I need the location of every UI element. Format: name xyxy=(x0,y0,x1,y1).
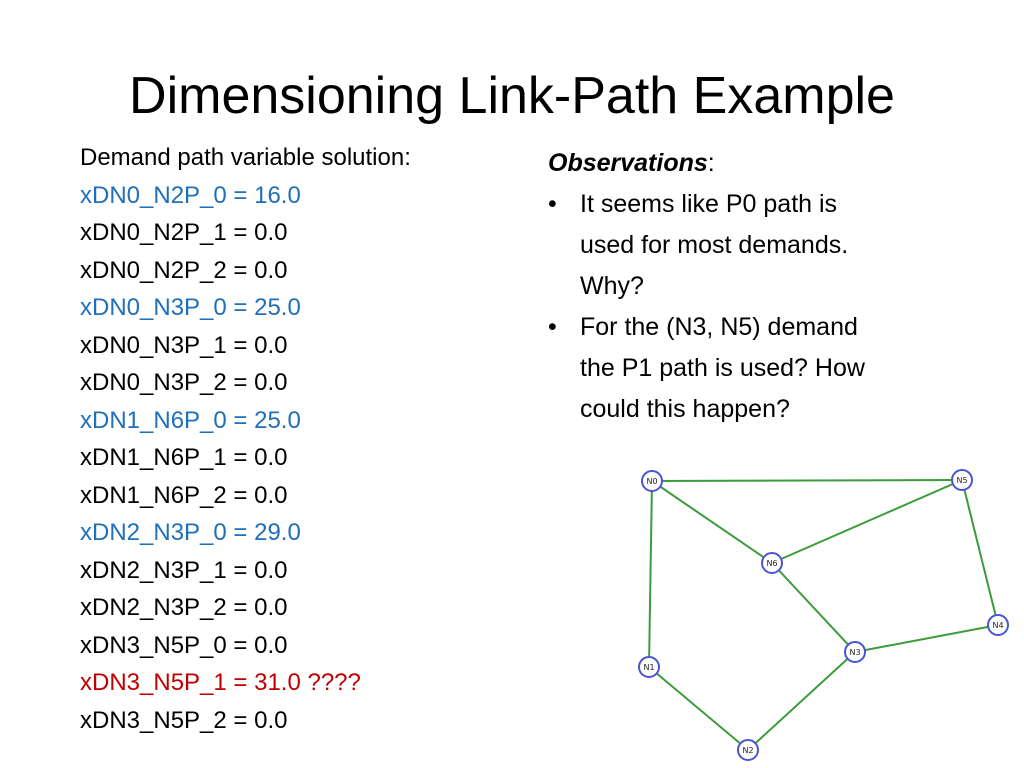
node-n1: N1 xyxy=(638,656,660,678)
solution-line: xDN0_N3P_0 = 25.0 xyxy=(80,294,301,321)
solution-line: xDN2_N3P_0 = 29.0 xyxy=(80,519,301,546)
observations-heading-colon: : xyxy=(707,149,715,177)
solution-line: xDN2_N3P_2 = 0.0 xyxy=(80,594,288,621)
solution-line-highlight: xDN3_N5P_1 = 31.0 ???? xyxy=(80,669,361,696)
observations-list: • It seems like P0 path is used for most… xyxy=(548,184,878,430)
node-n3: N3 xyxy=(844,641,866,663)
node-n4: N4 xyxy=(987,614,1009,636)
solution-line: xDN0_N2P_1 = 0.0 xyxy=(80,219,288,246)
observations-panel: Observations: • It seems like P0 path is… xyxy=(548,143,878,430)
node-circle xyxy=(987,614,1009,636)
solution-heading: Demand path variable solution: xyxy=(80,144,411,171)
solution-line: xDN1_N6P_2 = 0.0 xyxy=(80,481,288,509)
node-label: N2 xyxy=(742,746,753,755)
bullet-icon: • xyxy=(548,313,557,341)
solution-line: xDN0_N3P_1 = 0.0 xyxy=(80,331,288,359)
solution-panel: Demand path variable solution: xDN0_N2P_… xyxy=(80,139,520,739)
observation-text: It seems like P0 path is used for most d… xyxy=(580,190,849,300)
edge-n0-n5 xyxy=(651,479,963,482)
node-circle xyxy=(844,641,866,663)
edge-n3-n2 xyxy=(747,651,856,751)
solution-line: xDN3_N5P_2 = 0.0 xyxy=(80,706,288,734)
node-circle xyxy=(761,552,783,574)
observations-heading-text: Observations xyxy=(548,149,708,177)
node-label: N0 xyxy=(646,477,657,486)
edge-n0-n6 xyxy=(651,480,773,564)
edge-n0-n1 xyxy=(648,480,653,668)
node-label: N5 xyxy=(956,476,967,485)
node-label: N4 xyxy=(992,621,1003,630)
solution-line: xDN3_N5P_0 = 0.0 xyxy=(80,631,288,659)
solution-line: xDN0_N2P_0 = 16.0 xyxy=(80,181,301,209)
graph-edges xyxy=(648,479,999,751)
observation-item: • For the (N3, N5) demand the P1 path is… xyxy=(548,307,870,430)
solution-line: xDN0_N3P_2 = 0.0 xyxy=(80,369,288,396)
slide-title: Dimensioning Link-Path Example xyxy=(129,67,895,125)
bullet-icon: • xyxy=(548,190,557,218)
edge-n6-n5 xyxy=(771,479,963,564)
node-n5: N5 xyxy=(951,469,973,491)
node-circle xyxy=(951,469,973,491)
node-circle xyxy=(641,470,663,492)
solution-line: xDN0_N2P_2 = 0.0 xyxy=(80,256,288,284)
edge-n1-n2 xyxy=(648,666,749,751)
solution-line: xDN1_N6P_1 = 0.0 xyxy=(80,444,288,471)
edge-n4-n3 xyxy=(854,624,999,653)
node-n0: N0 xyxy=(641,470,663,492)
node-n6: N6 xyxy=(761,552,783,574)
observation-item: • It seems like P0 path is used for most… xyxy=(548,184,870,307)
node-circle xyxy=(737,739,759,761)
node-label: N3 xyxy=(849,648,860,657)
solution-line: xDN1_N6P_0 = 25.0 xyxy=(80,406,301,434)
edge-n5-n4 xyxy=(961,479,999,626)
observations-heading: Observations: xyxy=(548,143,878,184)
node-label: N1 xyxy=(643,663,654,672)
node-circle xyxy=(638,656,660,678)
observation-text: For the (N3, N5) demand the P1 path is u… xyxy=(580,313,865,423)
edge-n6-n3 xyxy=(771,562,856,653)
node-n2: N2 xyxy=(737,739,759,761)
solution-line: xDN2_N3P_1 = 0.0 xyxy=(80,556,288,584)
node-label: N6 xyxy=(766,559,777,568)
